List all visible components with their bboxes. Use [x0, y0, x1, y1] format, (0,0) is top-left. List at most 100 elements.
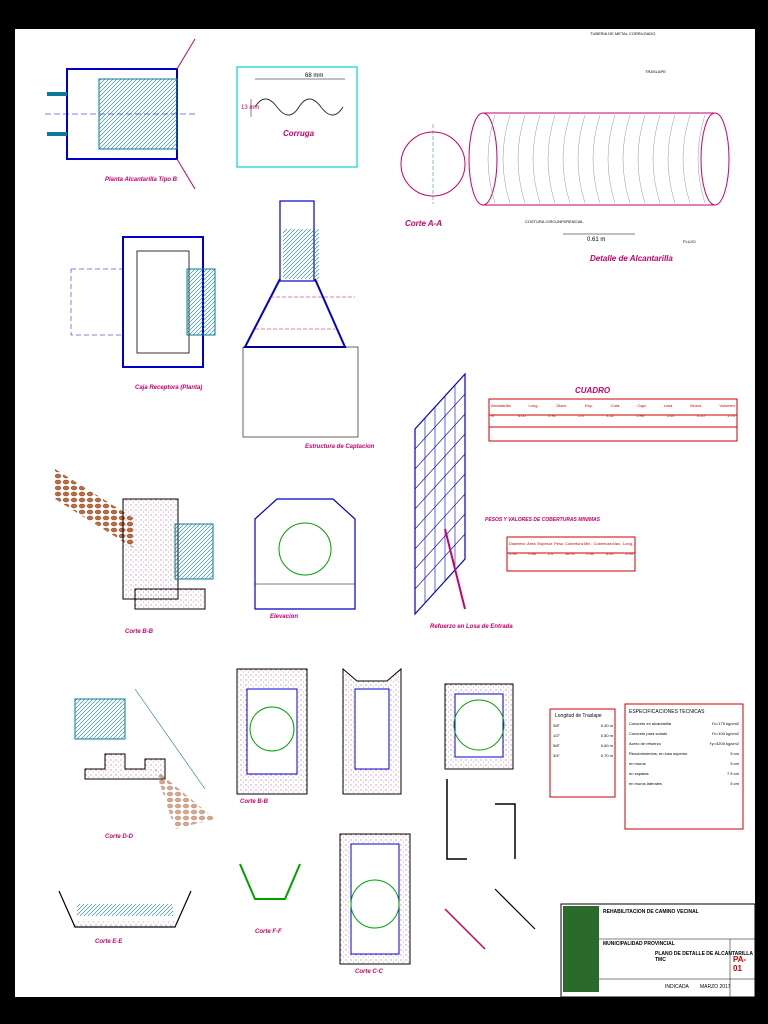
table-especificaciones	[624, 703, 744, 830]
espec-row: Acero de refuerzo f'y=4200 kg/cm2	[629, 741, 739, 746]
label-caja-receptora: Caja Receptora (Planta)	[135, 385, 203, 391]
pesos-table-row-cell: Diametro	[509, 541, 526, 546]
table-cuadro	[488, 398, 738, 442]
pesos-table-row-cell: 0.30	[586, 551, 595, 556]
espec-row: Recubrimientos: en losa superior 5 cm	[629, 751, 739, 756]
cuadro-table-row-cell: Volumen	[719, 403, 735, 408]
tb-plan-title: PLANO DE DETALLE DE ALCANTARILLA TMC	[655, 951, 753, 963]
title-block-frame	[560, 903, 755, 997]
espec-row-cell: en muros	[629, 761, 646, 766]
dim-pipe-length: 0.61 m	[587, 237, 606, 243]
traslape-row-cell: 3/8"	[553, 723, 560, 728]
elevation-view	[254, 498, 356, 610]
cuadro-table-row-cell: 1.00	[666, 413, 675, 418]
plan-view	[45, 38, 196, 190]
receiving-box-plan	[70, 236, 216, 368]
cuadro-table-row-cell: 3.52	[606, 413, 615, 418]
espec-row-cell: 5 cm	[730, 761, 739, 766]
cuadro-table-row-cell: 0.90	[636, 413, 645, 418]
traslape-row-cell: 0.40 m	[600, 723, 613, 728]
espec-row: en muros laterales 5 cm	[629, 781, 739, 786]
pesos-table-row-cell: Espesor	[537, 541, 553, 546]
tb-owner: MUNICIPALIDAD PROVINCIAL	[603, 941, 675, 947]
label-elevacion: Elevacion	[270, 614, 299, 620]
pesos-title: PESOS Y VALORES DE COBERTURAS MINIMAS	[485, 517, 600, 523]
espec-row-cell: 5 cm	[730, 781, 739, 786]
traslape-row-cell: 1/2"	[553, 733, 560, 738]
cuadro-table-row-cell: 0.20	[696, 413, 705, 418]
espec-row: Concreto en alcantarilla f'c=175 kg/cm2	[629, 721, 739, 726]
label-corte-dd: Corte D-D	[105, 834, 133, 840]
section-dd	[74, 688, 215, 829]
pesos-table-row-cell: Long.	[622, 541, 633, 546]
pesos-table-row-cell: 56.00	[564, 551, 575, 556]
traslape-row: 5/8" 0.60 m	[553, 743, 613, 748]
espec-row-cell: Recubrimientos: en losa superior	[629, 751, 688, 756]
espec-row-cell: f'y=4200 kg/cm2	[709, 741, 739, 746]
pipe-detail	[468, 112, 730, 235]
section-aa	[400, 124, 466, 204]
label-corte-ee: Corte E-E	[95, 939, 123, 945]
section-cc	[239, 833, 411, 965]
label-planta: Planta Alcantarilla Tipo B	[105, 177, 178, 183]
label-corte-bb2: Corte B-B	[240, 799, 268, 805]
intake-structure	[242, 200, 359, 438]
traslape-row-cell: 0.60 m	[600, 743, 613, 748]
drawing-sheet: Planta Alcantarilla Tipo B Corruga Corte…	[14, 28, 756, 998]
cuadro-table-row-cell: 6.00	[517, 413, 526, 418]
pesos-table-row-cell: 0.64	[528, 551, 537, 556]
label-corte-cc: Corte C-C	[355, 969, 383, 975]
traslape-row: 1/2" 0.50 m	[553, 733, 613, 738]
note-traslape: TRASLAPE	[645, 69, 666, 74]
traslape-title: Longitud de Traslape	[555, 713, 602, 719]
corrugation-detail	[236, 66, 358, 168]
box-sections	[236, 667, 514, 795]
label-detalle: Detalle de Alcantarilla	[590, 254, 673, 263]
engineering-drawing	[45, 38, 755, 997]
espec-row-cell: 5 cm	[730, 751, 739, 756]
traslape-row-cell: 0.50 m	[600, 733, 613, 738]
pesos-table-row-cell: 0.90	[509, 551, 517, 556]
cuadro-table-row-cell: 0.90	[548, 413, 556, 418]
espec-row-cell: Acero de refuerzo	[629, 741, 661, 746]
pesos-table-row-cell: 6.00	[605, 551, 614, 556]
table-pesos	[506, 536, 636, 572]
espec-row-cell: Concreto para solado	[629, 731, 668, 736]
espec-row: Concreto para solado f'c=100 kg/cm2	[629, 731, 739, 736]
tb-date: MARZO 2017	[700, 984, 731, 990]
cuadro-table-row-cell: 2.0	[578, 413, 584, 418]
note-costura: COSTURA CIRCUNFERENCIAL	[525, 219, 584, 224]
traslape-row-cell: 0.70 m	[600, 753, 613, 758]
espec-row-cell: f'c=175 kg/cm2	[712, 721, 739, 726]
rebar-details	[444, 779, 536, 950]
table-traslape	[549, 708, 616, 798]
pesos-table-row-cell: Peso	[554, 541, 564, 546]
cuadro-table-row-cell: Caja	[637, 403, 646, 408]
label-corrugado: Corruga	[283, 129, 315, 138]
label-corte-aa: Corte A-A	[405, 219, 443, 228]
label-refuerzo: Refuerzo en Losa de Entrada	[430, 624, 513, 630]
cuadro-table-row-cell: Esp.	[584, 403, 593, 408]
pesos-table-row-cell: Cobertura Min.	[565, 541, 592, 546]
cuadro-table-row-cell: Cota	[610, 403, 620, 408]
espec-row-cell: f'c=100 kg/cm2	[712, 731, 739, 736]
espec-row-cell: 7.5 cm	[726, 771, 739, 776]
label-estructura: Estructura de Captacion	[305, 444, 375, 450]
traslape-row: 3/8" 0.40 m	[553, 723, 613, 728]
traslape-row-cell: 5/8"	[553, 743, 560, 748]
espec-row-cell: Concreto en alcantarilla	[629, 721, 672, 726]
reinforcement-3d	[414, 372, 466, 616]
espec-row-cell: en muros laterales	[629, 781, 662, 786]
label-corte-ff: Corte F-F	[255, 929, 282, 935]
note-tuberia: TUBERIA DE METAL CORRUGADO	[590, 31, 656, 36]
cuadro-table-row-cell: N°	[491, 413, 496, 418]
section-bb	[55, 469, 214, 610]
